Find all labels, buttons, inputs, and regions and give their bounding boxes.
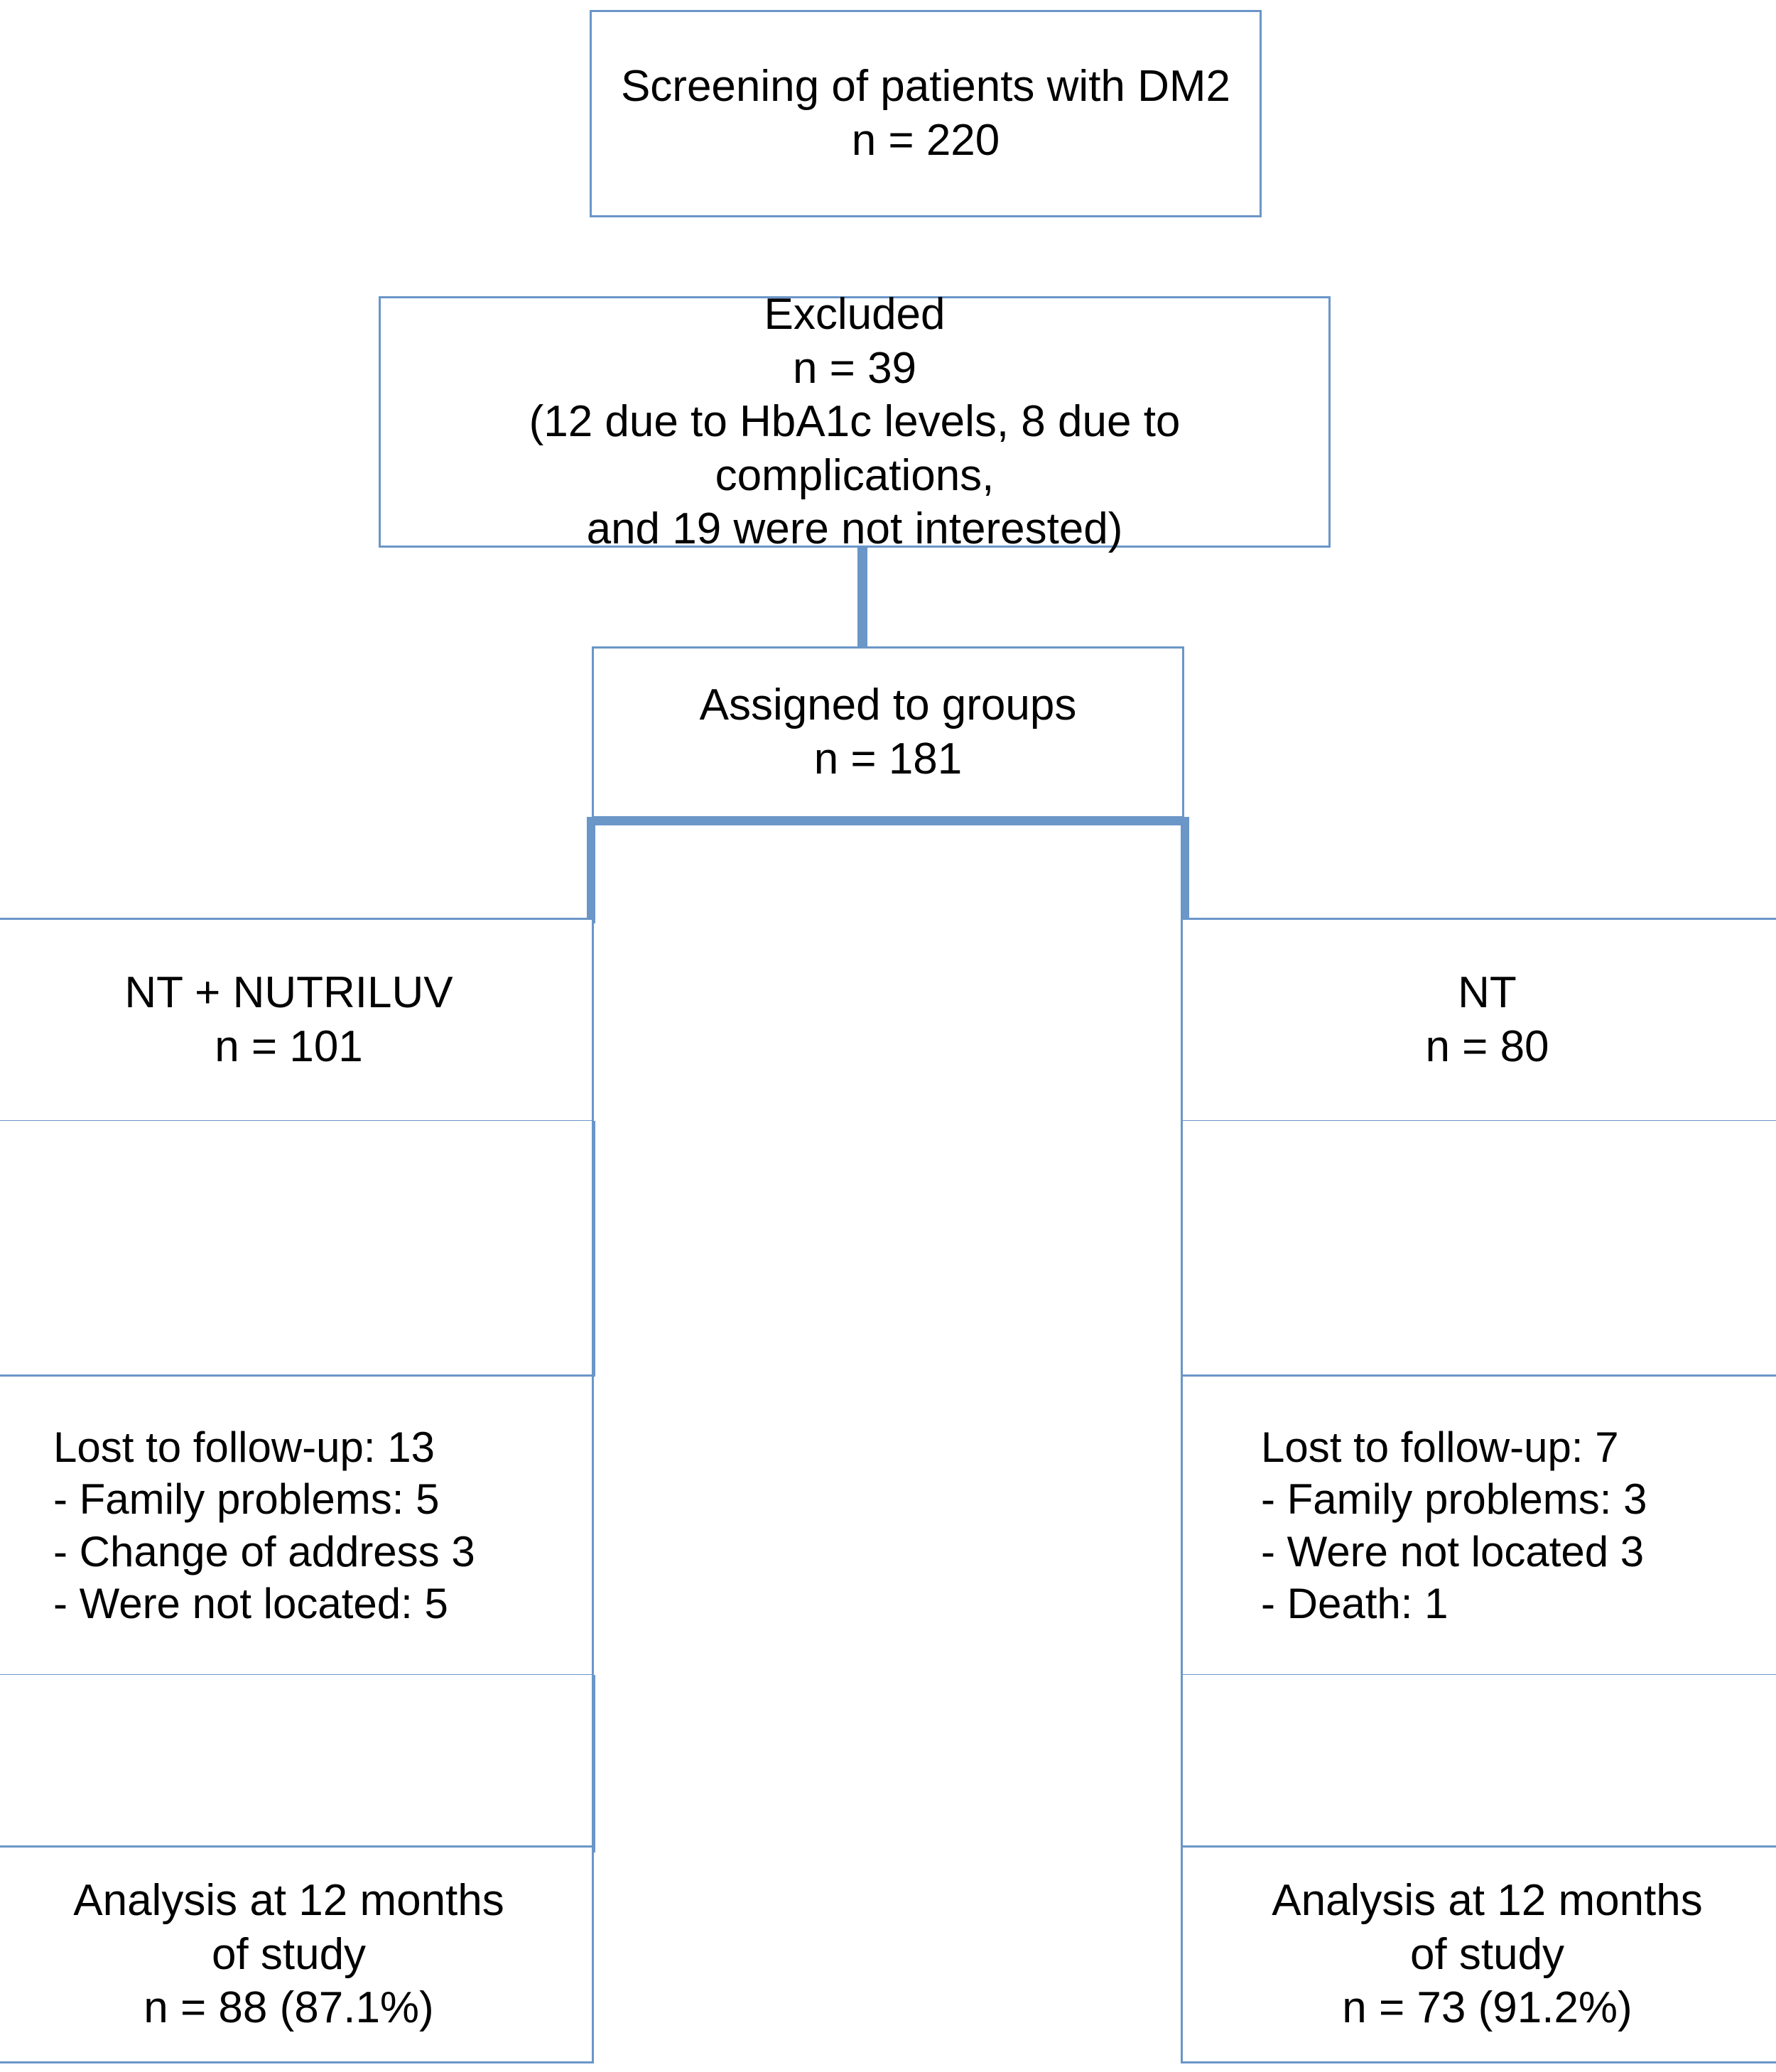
node-lost-left: Lost to follow-up: 13 - Family problems:… — [0, 1374, 594, 1676]
node-screening: Screening of patients with DM2 n = 220 — [590, 10, 1262, 217]
node-lost-left-text: Lost to follow-up: 13 - Family problems:… — [53, 1423, 475, 1627]
node-assigned-text: Assigned to groups n = 181 — [699, 680, 1077, 783]
node-analysis-right-text: Analysis at 12 months of study n = 73 (9… — [1272, 1876, 1703, 2033]
node-screening-text: Screening of patients with DM2 n = 220 — [620, 62, 1231, 165]
node-lost-right-text: Lost to follow-up: 7 - Family problems: … — [1261, 1423, 1647, 1627]
node-analysis-left: Analysis at 12 months of study n = 88 (8… — [0, 1845, 594, 2063]
node-analysis-right: Analysis at 12 months of study n = 73 (9… — [1181, 1845, 1776, 2063]
node-arm-right-nt: NT n = 80 — [1181, 918, 1776, 1122]
node-arm-right-text: NT n = 80 — [1425, 968, 1549, 1071]
node-excluded: Excluded n = 39 (12 due to HbA1c levels,… — [379, 290, 1331, 553]
node-spacer-left — [0, 1121, 594, 1374]
node-analysis-left-text: Analysis at 12 months of study n = 88 (8… — [73, 1876, 504, 2033]
node-excluded-text: Excluded n = 39 (12 due to HbA1c levels,… — [529, 289, 1181, 554]
node-spacer2-right — [1181, 1675, 1776, 1845]
node-arm-left-nt-nutriluv: NT + NUTRILUV n = 101 — [0, 918, 594, 1122]
node-arm-left-text: NT + NUTRILUV n = 101 — [124, 968, 453, 1071]
node-spacer-right — [1181, 1121, 1776, 1374]
connector-split-left-down — [587, 817, 595, 923]
node-lost-right: Lost to follow-up: 7 - Family problems: … — [1181, 1374, 1776, 1676]
node-assigned-to-groups: Assigned to groups n = 181 — [592, 646, 1184, 818]
connector-excluded-to-assigned — [857, 547, 867, 652]
connector-split-right-down — [1181, 817, 1189, 923]
connector-split-horizontal — [587, 817, 1189, 825]
node-spacer2-left — [0, 1675, 594, 1845]
